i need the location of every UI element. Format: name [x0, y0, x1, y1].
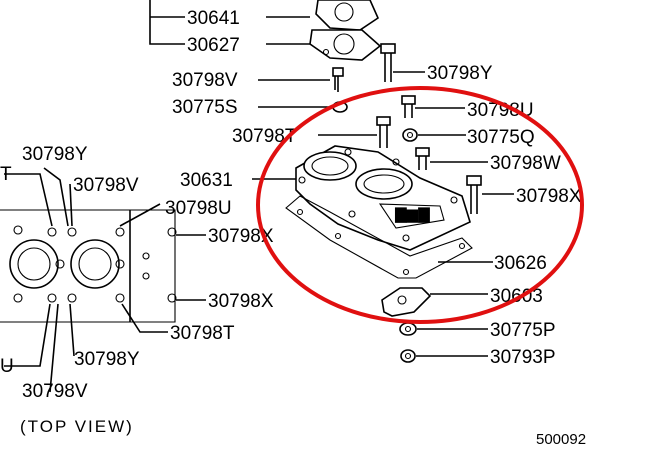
bracket-30603: 30603 [381, 286, 543, 317]
label-30798U-right: 30798U [467, 100, 534, 121]
top-view-group: T 30798Y 30798V 30798U 30798X 30798X 307… [0, 144, 274, 402]
highlight-circle [256, 86, 584, 324]
label-left-30798Y-top: 30798Y [22, 144, 88, 165]
label-30627: 30627 [187, 35, 240, 56]
label-30793P: 30793P [490, 347, 556, 368]
bolt-30798W: 30798W [415, 147, 561, 174]
label-left-30798V-bottom: 30798V [22, 381, 88, 402]
label-30775S: 30775S [172, 97, 238, 118]
bolt-30798T-mid: 30798T [232, 116, 391, 148]
label-left-30798X-b: 30798X [208, 291, 274, 312]
label-left-30798X-a: 30798X [208, 226, 274, 247]
label-30798V-top: 30798V [172, 70, 238, 91]
cover-embossed-mark: ▇▆▇ [394, 206, 430, 223]
label-30631: 30631 [180, 170, 233, 191]
label-30798W: 30798W [490, 153, 561, 174]
label-30641: 30641 [187, 8, 240, 29]
bolt-30798U-right: 30798U [401, 95, 534, 121]
gasket-30626-outline [285, 195, 473, 279]
label-left-30798V-mid: 30798V [73, 175, 139, 196]
top-view-caption: (TOP VIEW) [20, 417, 134, 436]
washer-30793P: 30793P [400, 347, 556, 368]
bolt-30798V-top: 30798V [172, 67, 344, 92]
gasket-30641-shape [315, 0, 380, 31]
label-left-30798Y-bottom: 30798Y [74, 349, 140, 370]
label-30798X-right: 30798X [516, 186, 582, 207]
bolt-30798X-right: 30798X [466, 175, 582, 214]
figure-number: 500092 [536, 431, 586, 448]
label-left-30798T: 30798T [170, 323, 235, 344]
label-30798Y-top: 30798Y [427, 63, 493, 84]
label-30798T-mid: 30798T [232, 126, 297, 147]
bolt-30798Y-top: 30798Y [380, 43, 493, 84]
label-30775P: 30775P [490, 320, 556, 341]
gasket-30626: 30626 [285, 195, 547, 279]
cover-30631: 30631 ▇▆▇ [180, 145, 471, 251]
nut-30775Q: 30775Q [402, 127, 535, 148]
label-30775Q: 30775Q [467, 127, 535, 148]
gasket-30627-shape [309, 29, 382, 61]
nut-30775S: 30775S [172, 97, 348, 118]
label-left-30798U: 30798U [165, 198, 232, 219]
top-gasket-group: 30641 30627 [149, 0, 382, 61]
label-30626: 30626 [494, 253, 547, 274]
nut-30775P: 30775P [399, 320, 556, 341]
